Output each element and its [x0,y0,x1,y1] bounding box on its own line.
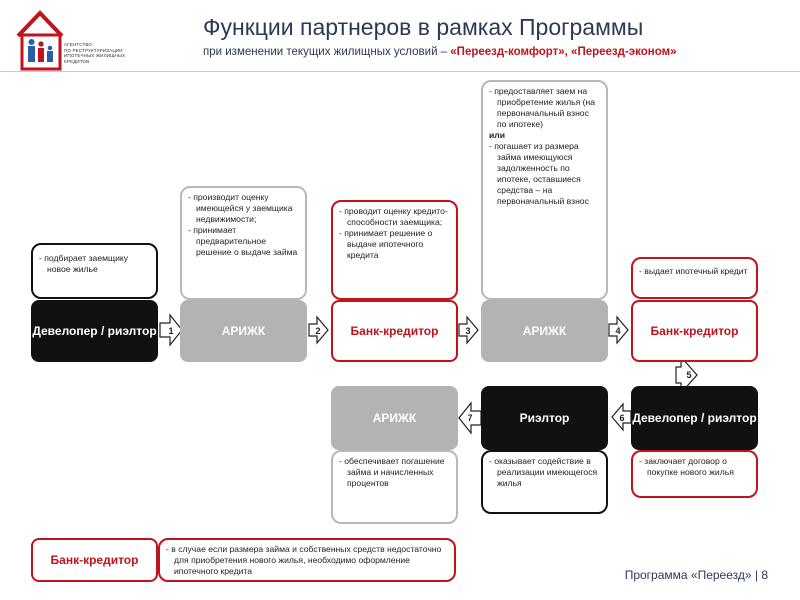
note-bank-2: выдает ипотечный кредит [631,257,758,299]
box-label: АРИЖК [522,324,567,338]
box-label: Банк-кредитор [50,553,139,567]
note-arizhk-3: обеспечивает погашение займа и начисленн… [331,450,458,524]
box-label: Банк-кредитор [350,324,439,338]
box-label: Девелопер / риэлтор [632,411,757,425]
note-item: в случае если размера займа и собственны… [166,544,448,577]
page-subtitle: при изменении текущих жилищных условий –… [203,46,676,58]
box-label: АРИЖК [372,411,417,425]
note-item: погашает из размера займа имеющуюся задо… [489,141,600,207]
subtitle-prefix: при изменении текущих жилищных условий – [203,46,451,58]
step-number: 6 [619,413,624,423]
note-realtor: оказывает содействие в реализации имеюще… [481,450,608,514]
box-bank-creditor-1: Банк-кредитор [331,300,458,362]
arrow-right-icon [159,313,183,347]
logo-line: АГЕНТСТВО [64,42,93,47]
logo [14,8,134,74]
note-developer-2: заключает договор о покупке нового жилья [631,450,758,498]
arrow-right-icon [308,315,329,345]
logo-text: АГЕНТСТВО ПО РЕСТРУКТУРИЗАЦИИ ИПОТЕЧНЫХ … [64,42,128,64]
note-item: обеспечивает погашение займа и начисленн… [339,456,450,489]
header-divider [0,71,800,72]
box-arizhk-3: АРИЖК [331,386,458,450]
note-conjunction: или [489,130,506,140]
footer-page-label: Программа «Переезд» | 8 [624,568,768,582]
box-bank-creditor-2: Банк-кредитор [631,300,758,362]
step-number: 7 [467,413,472,423]
box-label: Риэлтор [519,411,570,425]
box-developer-realtor: Девелопер / риэлтор [31,300,158,362]
note-item: принимает предварительное решение о выда… [188,225,299,258]
note-bank-3: в случае если размера займа и собственны… [158,538,456,582]
note-bank-1: проводит оценку кредито-способности заем… [331,200,458,300]
arrow-down-icon [675,355,698,395]
note-item: предоставляет заем на приобретение жилья… [489,86,600,130]
note-item: выдает ипотечный кредит [639,266,750,277]
note-arizhk-2: предоставляет заем на приобретение жилья… [481,80,608,300]
box-arizhk-2: АРИЖК [481,300,608,362]
box-label: Банк-кредитор [650,324,739,338]
arrow-right-icon [458,315,479,345]
box-developer-realtor-2: Девелопер / риэлтор [631,386,758,450]
page-title: Функции партнеров в рамках Программы [203,14,644,40]
step-number: 1 [168,326,173,336]
note-item: заключает договор о покупке нового жилья [639,456,750,478]
step-number: 3 [465,326,470,336]
note-item: принимает решение о выдаче ипотечного кр… [339,228,450,261]
box-label: АРИЖК [221,324,266,338]
box-realtor: Риэлтор [481,386,608,450]
logo-line: ИПОТЕЧНЫХ ЖИЛИЩНЫХ [64,53,126,59]
step-number: 5 [686,370,691,380]
logo-line: ПО РЕСТРУКТУРИЗАЦИИ [64,47,123,53]
step-number: 4 [615,326,620,336]
note-developer: подбирает заемщику новое жилье [31,243,158,299]
box-arizhk-1: АРИЖК [180,300,307,362]
arrow-right-icon [608,315,629,345]
house-logo-icon [16,10,64,71]
box-bank-creditor-3: Банк-кредитор [31,538,158,582]
note-item: оказывает содействие в реализации имеюще… [489,456,600,489]
logo-line: КРЕДИТОВ [64,58,90,64]
subtitle-highlight: «Переезд-комфорт», «Переезд-эконом» [450,46,677,58]
box-label: Девелопер / риэлтор [32,324,157,338]
note-item: подбирает заемщику новое жилье [39,253,150,275]
note-arizhk-1: производит оценку имеющейся у заемщика н… [180,186,307,300]
step-number: 2 [315,326,320,336]
arrow-left-icon [458,401,482,435]
note-item: проводит оценку кредито-способности заем… [339,206,450,228]
note-item: производит оценку имеющейся у заемщика н… [188,192,299,225]
arrow-left-icon [611,402,632,432]
